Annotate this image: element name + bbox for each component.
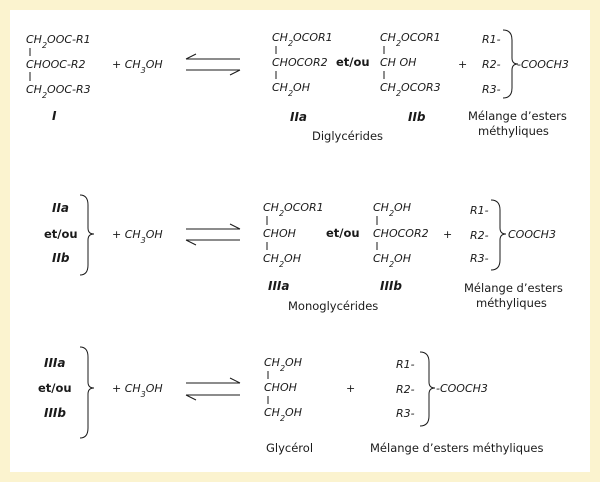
diglyceride-reactants: IIa et/ou IIb [44, 194, 95, 276]
compound-label: IIa [52, 201, 69, 215]
chain-label: R2- [470, 229, 489, 242]
caption-monoglycerides: Monoglycérides [288, 299, 378, 313]
methanol-reagent: + CH3OH [112, 58, 163, 75]
and-or-label: et/ou [326, 226, 360, 240]
caption-glycerol: Glycérol [266, 441, 313, 455]
formula-line: CH2OOC-R1 [26, 33, 91, 50]
methyl-esters-2: R1- R2- R3- COOCH3 Mélange d’esters méth… [464, 199, 563, 310]
formula-line: CH2OH [272, 81, 310, 98]
cooch3-group: -COOCH3 [517, 58, 569, 71]
formula-line: CH2OH [264, 356, 302, 373]
right-brace [79, 194, 95, 276]
formula-line: CH2OCOR1 [272, 31, 333, 48]
formula-line: CH2OH [373, 252, 411, 269]
plus-sign: + [346, 382, 355, 395]
diagram-panel [10, 10, 590, 472]
right-brace [502, 29, 519, 99]
formula-line: CH2OH [373, 201, 411, 218]
formula-line: CH2OCOR3 [380, 81, 441, 98]
compound-label: IIIa [268, 279, 290, 293]
monoglyceride-iiib: CH2OH CHOCOR2 CH2OH IIIb [373, 201, 429, 293]
compound-label: I [52, 109, 57, 123]
equilibrium-arrows [185, 377, 241, 401]
formula-line: CHOH [263, 227, 296, 240]
formula-line: CH2OH [264, 406, 302, 423]
formula-line: CHOCOR2 [272, 56, 328, 69]
compound-label: IIb [52, 251, 70, 265]
formula-line: CHOOC-R2 [26, 58, 86, 71]
forward-arrow-head [229, 377, 241, 384]
stage-3: IIIa et/ou IIIb + CH3OH CH2OH CHOH CH2OH… [38, 346, 543, 455]
compound-label: IIb [408, 110, 426, 124]
glycerol-product: CH2OH CHOH CH2OH [264, 356, 302, 423]
methanol-reagent: + CH3OH [112, 382, 163, 399]
diglyceride-iia: CH2OCOR1 CHOCOR2 CH2OH IIa [272, 31, 333, 124]
formula-line: CH OH [380, 56, 416, 69]
forward-arrow-head [229, 223, 241, 230]
compound-label: IIIa [44, 356, 66, 370]
and-or-label: et/ou [44, 227, 78, 241]
right-brace [79, 346, 95, 439]
formula-line: CHOCOR2 [373, 227, 429, 240]
triglyceride-reactant: CH2OOC-R1 CHOOC-R2 CH2OOC-R3 I [26, 33, 91, 123]
stage-1: CH2OOC-R1 CHOOC-R2 CH2OOC-R3 I + CH3OH C… [26, 29, 569, 143]
plus-sign: + [458, 58, 467, 71]
methyl-esters-3: R1- R2- R3- -COOCH3 Mélange d’esters mét… [370, 351, 543, 455]
formula-line: CH2OCOR1 [263, 201, 324, 218]
monoglyceride-reactants: IIIa et/ou IIIb [38, 346, 95, 439]
esters-caption: Mélange d’esters [468, 109, 567, 123]
compound-label: IIa [290, 110, 307, 124]
chain-label: R1- [396, 358, 415, 371]
esters-caption: méthyliques [476, 296, 547, 310]
methanol-reagent: + CH3OH [112, 228, 163, 245]
and-or-label: et/ou [38, 381, 72, 395]
formula-line: CH2OCOR1 [380, 31, 441, 48]
esters-caption: Mélange d’esters [464, 281, 563, 295]
equilibrium-arrows [185, 53, 241, 76]
reverse-arrow-head [185, 239, 197, 246]
right-brace [419, 351, 436, 427]
caption-diglycerides: Diglycérides [312, 129, 383, 143]
and-or-label: et/ou [336, 55, 370, 69]
plus-sign: + [443, 228, 452, 241]
stage-2: IIa et/ou IIb + CH3OH CH2OCOR1 CHOH CH2O… [44, 194, 563, 313]
forward-arrow-head [229, 69, 241, 76]
equilibrium-arrows [185, 223, 241, 246]
esters-caption: Mélange d’esters méthyliques [370, 441, 543, 455]
chain-label: R1- [470, 204, 489, 217]
formula-line: CH2OOC-R3 [26, 83, 91, 100]
formula-line: CH2OH [263, 252, 301, 269]
compound-label: IIIb [380, 279, 402, 293]
chain-label: R1- [482, 33, 501, 46]
monoglyceride-iiia: CH2OCOR1 CHOH CH2OH IIIa [263, 201, 324, 293]
methyl-esters-1: R1- R2- R3- -COOCH3 Mélange d’esters mét… [468, 29, 569, 138]
reverse-arrow-head [185, 394, 197, 401]
diglyceride-iib: CH2OCOR1 CH OH CH2OCOR3 IIb [380, 31, 441, 124]
cooch3-group: COOCH3 [508, 228, 556, 241]
formula-line: CHOH [264, 381, 297, 394]
chain-label: R3- [396, 407, 415, 420]
cooch3-group: -COOCH3 [436, 382, 488, 395]
chain-label: R2- [482, 58, 501, 71]
esters-caption: méthyliques [478, 124, 549, 138]
chain-label: R2- [396, 383, 415, 396]
chain-label: R3- [470, 252, 489, 265]
compound-label: IIIb [44, 406, 66, 420]
reverse-arrow-head [185, 53, 197, 60]
right-brace [490, 199, 507, 271]
chain-label: R3- [482, 83, 501, 96]
